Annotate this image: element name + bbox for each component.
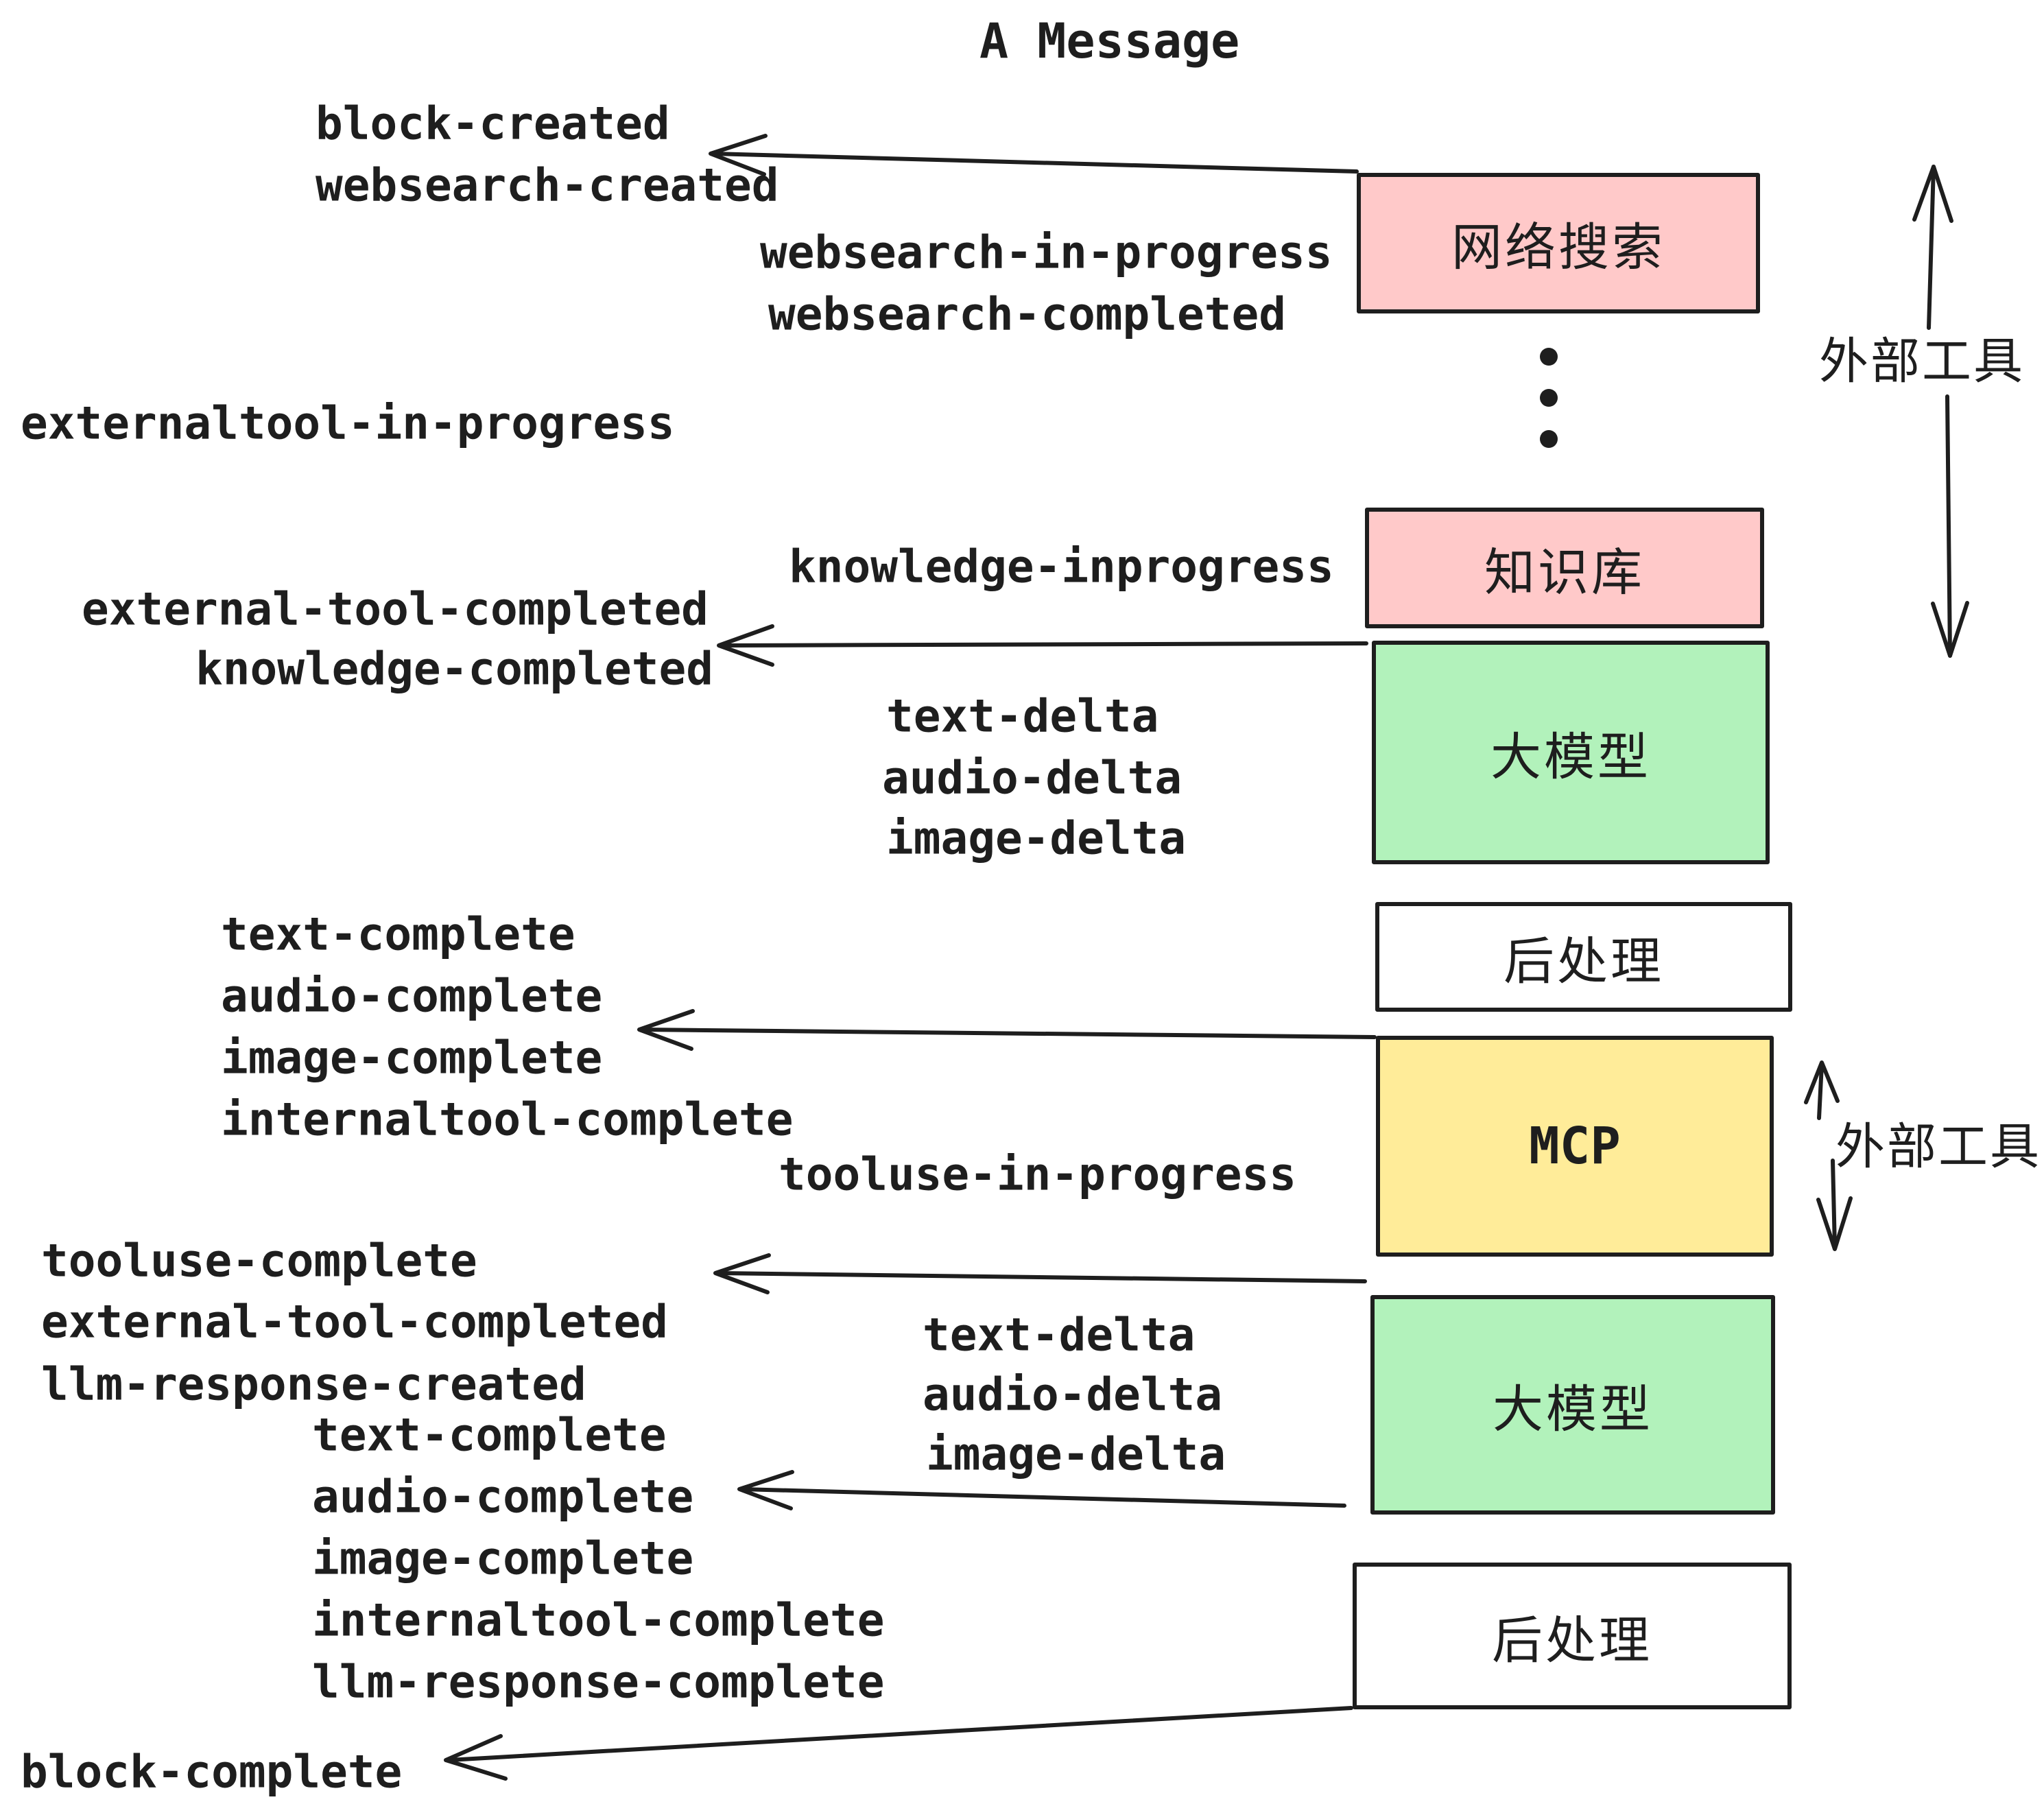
event-label-externaltool-in-progress: externaltool-in-progress [21, 396, 675, 450]
arrow-left-icon [713, 1253, 1367, 1294]
event-label-image-delta-2: image-delta [926, 1427, 1226, 1481]
stage-box-llm-2: 大模型 [1370, 1295, 1775, 1515]
arrow-left-icon [737, 1470, 1346, 1510]
external-tools-label-top: 外部工具 [1819, 334, 2025, 390]
arrow-left-icon [717, 624, 1368, 667]
event-label-llm-response-complete: llm-response-complete [312, 1655, 885, 1709]
event-label-text-delta-1: text-delta [886, 689, 1159, 743]
event-label-text-delta-2: text-delta [923, 1308, 1196, 1362]
event-label-text-complete-1: text-complete [221, 907, 575, 961]
arrow-left-icon [709, 134, 1359, 176]
event-label-websearch-created: websearch-created [316, 158, 779, 212]
event-label-websearch-completed: websearch-completed [768, 287, 1286, 341]
event-label-external-tool-completed-2: external-tool-completed [41, 1295, 668, 1349]
event-label-knowledge-inprogress: knowledge-inprogress [789, 540, 1334, 593]
stage-box-llm-1: 大模型 [1372, 641, 1770, 864]
stage-box-mcp: MCP [1376, 1036, 1774, 1257]
event-label-websearch-in-progress: websearch-in-progress [760, 226, 1333, 279]
event-label-tooluse-complete: tooluse-complete [41, 1234, 477, 1287]
event-label-audio-delta-2: audio-delta [923, 1368, 1223, 1421]
event-label-image-complete-2: image-complete [312, 1532, 694, 1585]
vertical-ellipsis-icon [1540, 348, 1558, 448]
arrow-down-icon [1816, 1159, 1853, 1251]
event-label-block-created: block-created [316, 97, 670, 150]
arrow-up-icon [1804, 1060, 1840, 1120]
stage-box-websearch: 网络搜索 [1357, 173, 1760, 313]
event-label-text-complete-2: text-complete [312, 1408, 667, 1462]
stage-box-postprocess-2: 后处理 [1353, 1563, 1792, 1709]
stage-box-knowledge: 知识库 [1365, 508, 1764, 628]
diagram-title: A Message [979, 13, 1240, 69]
event-label-internaltool-complete-1: internaltool-complete [221, 1093, 794, 1146]
stage-box-postprocess-1: 后处理 [1375, 902, 1792, 1012]
event-label-audio-complete-1: audio-complete [221, 969, 603, 1023]
event-label-image-delta-1: image-delta [886, 811, 1187, 865]
event-label-audio-delta-1: audio-delta [882, 751, 1183, 805]
event-label-audio-complete-2: audio-complete [312, 1470, 694, 1523]
external-tools-label-mcp: 外部工具 [1835, 1119, 2042, 1175]
arrow-left-icon [444, 1706, 1353, 1781]
arrow-left-icon [637, 1009, 1377, 1051]
event-label-knowledge-completed: knowledge-completed [195, 642, 713, 696]
event-label-image-complete-1: image-complete [221, 1031, 603, 1084]
event-label-block-complete: block-complete [21, 1745, 403, 1799]
event-label-llm-response-created: llm-response-created [41, 1357, 586, 1411]
event-label-internaltool-complete-2: internaltool-complete [312, 1593, 885, 1647]
event-label-tooluse-in-progress: tooluse-in-progress [779, 1148, 1296, 1201]
arrow-up-icon [1912, 165, 1953, 330]
event-label-external-tool-completed-1: external-tool-completed [82, 582, 709, 636]
arrow-down-icon [1931, 394, 1969, 658]
